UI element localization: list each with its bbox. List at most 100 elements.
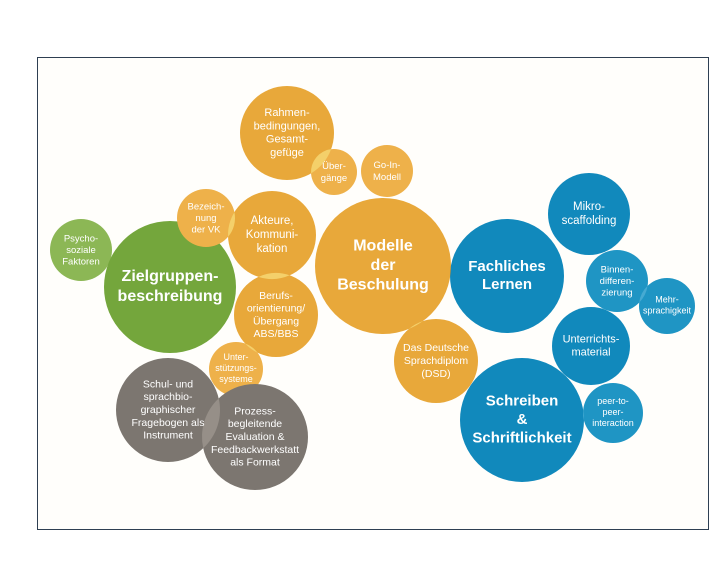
bubble-unterrichtsmaterial[interactable] — [552, 307, 630, 385]
bubble-label-line: Prozess- — [234, 405, 276, 417]
bubble-label-line: Bezeich- — [188, 201, 225, 212]
bubble-label-line: interaction — [592, 418, 634, 428]
bubble-label-line: soziale — [66, 245, 96, 256]
bubble-unterstuetzungssysteme[interactable] — [209, 342, 263, 396]
bubble-label-peer-to-peer-interaction: peer-to-peer-interaction — [592, 396, 634, 428]
bubble-label-line: Sprachdiplom — [404, 355, 468, 367]
bubble-label-line: bedingungen, — [254, 120, 321, 132]
bubble-label-rahmenbedingungen-gesamtgefuege: Rahmen-bedingungen, Gesamt-gefüge — [254, 107, 321, 159]
bubble-label-line: Das Deutsche — [403, 342, 469, 354]
bubble-akteure-kommunikation[interactable] — [228, 191, 316, 279]
bubble-label-line: Modell — [373, 171, 401, 182]
bubble-label-line: Schul- und — [143, 378, 193, 390]
bubble-label-line: nung — [195, 213, 216, 224]
bubble-label-line: orientierung/ — [247, 302, 305, 314]
bubble-label-line: der VK — [191, 224, 221, 235]
bubble-label-line: gänge — [321, 172, 347, 183]
bubble-das-deutsche-sprachdiplom-dsd[interactable] — [394, 319, 478, 403]
bubble-schreiben-schriftlichkeit[interactable] — [460, 358, 584, 482]
bubble-rahmenbedingungen-gesamtgefuege[interactable] — [240, 86, 334, 180]
bubble-overlap-rahmenbedingungen-gesamtgefuege-uebergaenge — [311, 149, 332, 174]
bubble-label-line: Go-In- — [374, 160, 401, 171]
bubble-label-line: Fragebogen als — [132, 417, 205, 429]
bubble-overlap-top-modelle-der-beschulung-fachliches-lernen — [450, 265, 452, 278]
bubble-label-line: sprachigkeit — [643, 306, 692, 316]
bubble-label-line: sprachbio- — [143, 391, 193, 403]
bubble-label-line: als Format — [230, 456, 280, 468]
bubble-label-zielgruppenbeschreibung: Zielgruppen-beschreibung — [118, 268, 223, 305]
bubble-label-uebergaenge: Über-gänge — [321, 161, 347, 184]
bubble-label-binnendifferenzierung: Binnen-differen-zierung — [600, 264, 635, 298]
bubble-label-line: Faktoren — [62, 256, 100, 267]
bubble-label-line: Schreiben — [486, 393, 559, 410]
bubble-label-unterrichtsmaterial: Unterrichts-material — [563, 333, 620, 358]
bubble-label-line: Schriftlichkeit — [472, 429, 571, 446]
bubble-label-line: stützungs- — [215, 363, 257, 373]
bubble-schul-und-sprachbiographischer-fragebogen-als-instrument[interactable] — [116, 358, 220, 462]
bubble-peer-to-peer-interaction[interactable] — [583, 383, 643, 443]
bubble-label-line: Unter- — [223, 352, 248, 362]
overlap-layer — [202, 149, 648, 449]
bubble-label-line: Mehr- — [655, 295, 679, 305]
bubble-label-line: Psycho- — [64, 233, 98, 244]
bubble-binnendifferenzierung[interactable] — [586, 250, 648, 312]
bubble-label-line: graphischer — [141, 404, 196, 416]
bubble-label-line: peer- — [602, 407, 623, 417]
bubble-fachliches-lernen[interactable] — [450, 219, 564, 333]
bubble-prozessbegleitende-evaluation-feedbackwerkstatt-als-format[interactable] — [202, 384, 308, 490]
bubble-label-unterstuetzungssysteme: Unter-stützungs-systeme — [215, 352, 257, 384]
bubble-zielgruppenbeschreibung[interactable] — [104, 221, 236, 353]
bubble-overlap-schreiben-schriftlichkeit-peer-to-peer-interaction — [583, 409, 584, 421]
bubble-mikro-scaffolding[interactable] — [548, 173, 630, 255]
bubble-go-in-modell[interactable] — [361, 145, 413, 197]
bubble-label-line: Berufs- — [259, 290, 293, 302]
bubble-bezeichnung-der-vk[interactable] — [177, 189, 235, 247]
bubble-label-line: (DSD) — [421, 368, 450, 380]
bubble-label-line: Rahmen- — [264, 107, 310, 119]
bubble-label-line: Evaluation & — [226, 431, 285, 443]
bubble-label-line: kation — [257, 243, 288, 255]
bubble-berufsorientierung-uebergang-abs-bbs[interactable] — [234, 273, 318, 357]
bubble-label-line: peer-to- — [597, 396, 629, 406]
bubble-label-line: Zielgruppen- — [122, 268, 219, 285]
bubble-label-line: begleitende — [228, 418, 282, 430]
bubble-label-line: Beschulung — [337, 277, 429, 294]
bubble-overlap-berufsorientierung-uebergang-abs-bbs-unterstuetzungssysteme — [245, 343, 258, 353]
bubble-label-line: Mikro- — [573, 201, 605, 213]
bubble-label-line: Übergang — [253, 315, 299, 327]
bubble-label-line: Gesamt- — [266, 134, 309, 146]
bubble-label-mikro-scaffolding: Mikro-scaffolding — [562, 201, 617, 227]
bubble-psycho-soziale-faktoren[interactable] — [50, 219, 112, 281]
bubble-mehrsprachigkeit[interactable] — [639, 278, 695, 334]
bubble-label-line: Instrument — [143, 429, 193, 441]
bubble-overlap-modelle-der-beschulung-das-deutsche-sprachdiplom-dsd — [408, 321, 423, 329]
bubble-label-akteure-kommunikation: Akteure, Kommuni-kation — [246, 215, 299, 255]
bubble-label-line: Akteure, — [251, 215, 294, 227]
bubble-label-line: Kommuni- — [246, 229, 299, 241]
bubble-label-line: beschreibung — [118, 288, 223, 305]
bubble-overlap-akteure-kommunikation-bezeichnung-der-vk — [227, 212, 235, 237]
bubble-label-line: Lernen — [482, 276, 532, 293]
bubble-label-mehrsprachigkeit: Mehr-sprachigkeit — [643, 295, 692, 316]
bubble-label-line: material — [571, 347, 610, 359]
bubble-label-line: differen- — [600, 276, 635, 287]
bubble-modelle-der-beschulung[interactable] — [315, 198, 451, 334]
bubble-label-line: systeme — [219, 374, 253, 384]
bubble-label-line: der — [371, 257, 396, 274]
bubble-overlap-binnendifferenzierung-mehrsprachigkeit — [639, 285, 648, 303]
bubble-label-line: ABS/BBS — [254, 328, 299, 340]
bubble-label-line: scaffolding — [562, 215, 617, 227]
bubble-label-line: gefüge — [270, 147, 304, 159]
bubble-label-line: Modelle — [353, 238, 413, 255]
